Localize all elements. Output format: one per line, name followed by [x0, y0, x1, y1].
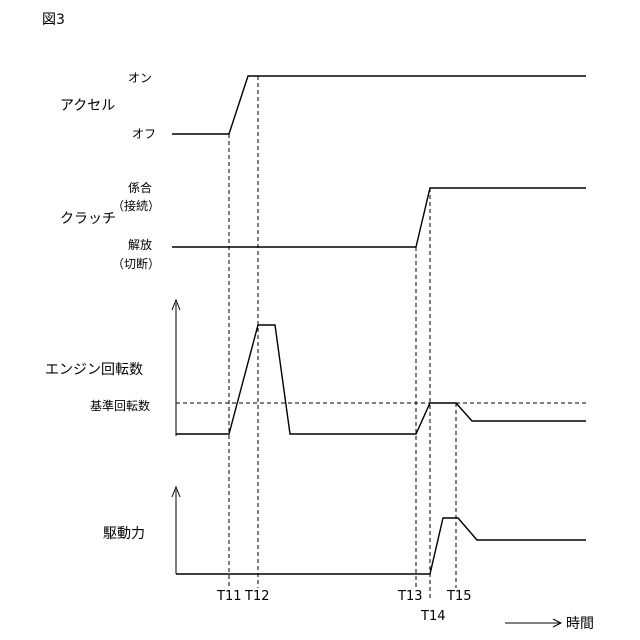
accel-waveform: [172, 76, 586, 134]
marker-label-t11: T11: [216, 589, 241, 604]
clutch-released-label: 解放: [128, 237, 152, 252]
marker-label-t13: T13: [397, 589, 422, 604]
clutch-released-sub: （切断）: [112, 256, 160, 271]
clutch-name: クラッチ: [60, 211, 116, 227]
time-axis-label: 時間: [566, 616, 594, 632]
clutch-engaged-label: 係合: [128, 180, 152, 195]
marker-label-t12: T12: [244, 589, 269, 604]
engine-name: エンジン回転数: [45, 362, 143, 378]
accel-on-label: オン: [128, 71, 152, 85]
marker-label-t14: T14: [420, 609, 445, 624]
drive-name: 駆動力: [103, 526, 145, 542]
engine-ref-label: 基準回転数: [90, 398, 150, 413]
accel-name: アクセル: [60, 98, 115, 114]
accel-off-label: オフ: [132, 127, 156, 141]
clutch-engaged-sub: （接続）: [112, 198, 160, 213]
marker-label-t15: T15: [446, 589, 471, 604]
clutch-waveform: [172, 188, 586, 247]
drive-waveform: [176, 518, 586, 574]
engine-waveform: [176, 325, 586, 434]
figure-label: 図3: [42, 12, 65, 28]
